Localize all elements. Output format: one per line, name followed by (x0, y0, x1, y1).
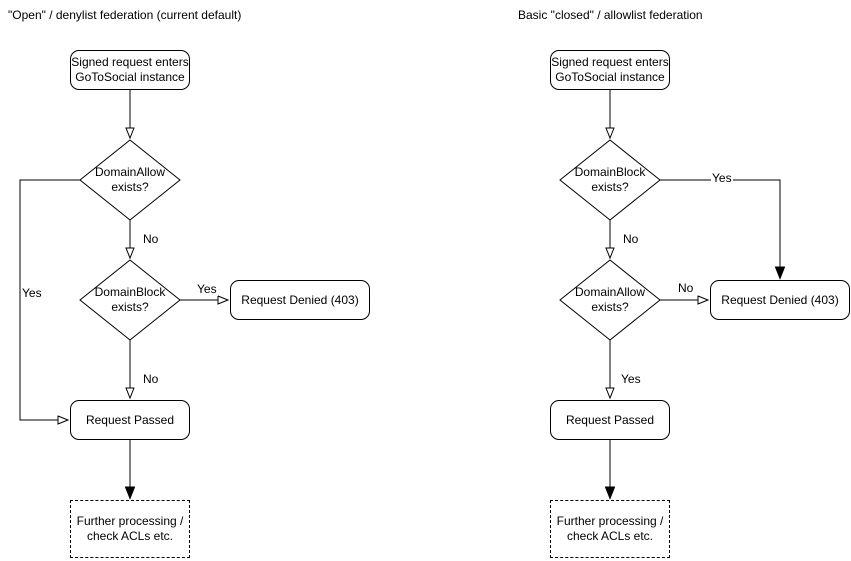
left-domainallow-diamond (79, 139, 181, 221)
right-domainblock-label: DomainBlock exists? (574, 165, 646, 194)
right-chart-title: Basic "closed" / allowlist federation (518, 8, 703, 22)
left-allow-yes-label: Yes (22, 286, 42, 300)
left-further-processing-node: Further processing / check ACLs etc. (70, 500, 190, 558)
left-domainblock-diamond (79, 259, 181, 341)
edge-right-domainblock-yes-to-denied (660, 179, 780, 278)
left-block-yes-label: Yes (196, 282, 218, 296)
right-allow-yes-label: Yes (620, 372, 642, 386)
right-domainallow-diamond (559, 259, 661, 341)
edge-left-domainallow-yes-to-passed (19, 179, 80, 420)
right-block-no-label: No (622, 232, 640, 246)
right-further-processing-node: Further processing / check ACLs etc. (550, 500, 670, 558)
left-request-passed-node: Request Passed (70, 400, 190, 440)
left-domainallow-label: DomainAllow exists? (94, 165, 166, 194)
right-allow-no-label: No (677, 281, 695, 295)
left-chart-title: "Open" / denylist federation (current de… (8, 8, 242, 22)
left-block-no-label: No (142, 372, 160, 386)
left-domainblock-label: DomainBlock exists? (94, 285, 166, 314)
right-block-yes-label: Yes (711, 171, 733, 185)
right-start-node: Signed request enters GoToSocial instanc… (550, 50, 670, 90)
right-domainblock-diamond (559, 139, 661, 221)
right-domainallow-label: DomainAllow exists? (574, 285, 646, 314)
left-allow-no-label: No (142, 232, 160, 246)
right-request-passed-node: Request Passed (550, 400, 670, 440)
right-request-denied-node: Request Denied (403) (710, 280, 850, 320)
left-start-node: Signed request enters GoToSocial instanc… (70, 50, 190, 90)
left-request-denied-node: Request Denied (403) (230, 280, 370, 320)
